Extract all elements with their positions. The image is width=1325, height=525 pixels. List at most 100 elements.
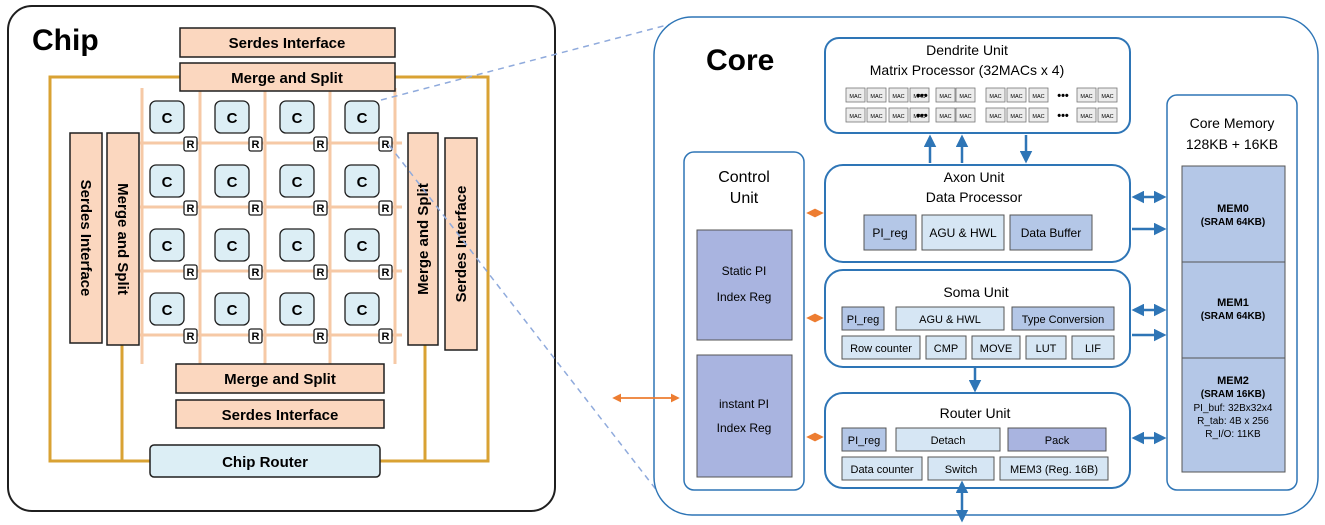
mac-cell-label: MAC	[989, 94, 1001, 100]
core-tile-label: C	[162, 174, 173, 191]
router-node-label: R	[187, 331, 195, 343]
router-node: R	[183, 136, 198, 152]
static-pi-index-reg	[696, 229, 793, 341]
router-node: R	[183, 200, 198, 216]
router-node-label: R	[382, 139, 390, 151]
mac-cell	[845, 87, 866, 103]
core-title: Core	[706, 44, 774, 77]
memory-title-2: 128KB + 16KB	[1186, 136, 1278, 152]
mem2-detail-3: R_I/O: 11KB	[1205, 429, 1261, 440]
mac-cell	[1028, 87, 1049, 103]
mac-cell	[955, 107, 976, 123]
soma-agu-label: AGU & HWL	[919, 314, 981, 326]
core-tile: C	[279, 164, 315, 198]
core-panel: Core Dendrite Unit Matrix Processor (32M…	[612, 16, 1319, 523]
soma-move-label: MOVE	[980, 343, 1012, 355]
mac-cell-label: MAC	[939, 94, 951, 100]
soma-title: Soma Unit	[943, 284, 1008, 300]
router-node-label: R	[252, 331, 260, 343]
soma-move	[971, 335, 1021, 360]
mem1	[1181, 261, 1286, 359]
router-title: Router Unit	[940, 405, 1011, 421]
mem1-label-1: MEM1	[1217, 297, 1249, 309]
merge-split-right: Merge and Split	[407, 132, 439, 346]
mac-ellipsis: •••	[916, 110, 928, 122]
mac-cell	[909, 87, 930, 103]
router-node-label: R	[317, 331, 325, 343]
serdes-bottom-label: Serdes Interface	[222, 407, 339, 424]
merge-split-left: Merge and Split	[106, 132, 140, 346]
mac-cell	[888, 107, 909, 123]
router-pi-reg-label: PI_reg	[848, 435, 880, 447]
router-node: R	[378, 136, 393, 152]
router-node-label: R	[317, 203, 325, 215]
mem2-label-2: (SRAM 16KB)	[1201, 389, 1265, 400]
mac-ellipsis: •••	[1057, 110, 1069, 122]
serdes-interface-bottom: Serdes Interface	[175, 399, 385, 429]
router-data-counter	[841, 456, 923, 481]
mac-cell	[985, 87, 1006, 103]
router-mem3-label: MEM3 (Reg. 16B)	[1010, 464, 1098, 476]
router-switch-label: Switch	[945, 464, 977, 476]
axon-pi-reg-label: PI_reg	[872, 226, 907, 240]
router-node: R	[313, 264, 328, 280]
axon-unit: Axon Unit Data Processor PI_reg AGU & HW…	[824, 164, 1131, 263]
mac-cell-label: MAC	[913, 114, 925, 120]
mem2-label-1: MEM2	[1217, 375, 1249, 387]
soma-lut-label: LUT	[1036, 343, 1057, 355]
core-tile: C	[344, 164, 380, 198]
router-node-label: R	[317, 267, 325, 279]
router-node: R	[378, 264, 393, 280]
mem2	[1181, 357, 1286, 473]
mac-cell-label: MAC	[870, 94, 882, 100]
mac-cell	[845, 107, 866, 123]
mem2-detail-2: R_tab: 4B x 256	[1197, 416, 1269, 427]
mem0	[1181, 165, 1286, 263]
mac-cell-label: MAC	[1101, 94, 1113, 100]
mac-cell	[935, 87, 956, 103]
router-pack-label: Pack	[1045, 435, 1070, 447]
soma-cmp	[925, 335, 967, 360]
router-node-label: R	[317, 139, 325, 151]
core-tile-label: C	[227, 174, 238, 191]
mac-cell	[1006, 87, 1027, 103]
router-node-label: R	[187, 267, 195, 279]
merge-top-label: Merge and Split	[231, 70, 343, 87]
mac-cell	[1076, 87, 1097, 103]
merge-bottom-label: Merge and Split	[224, 371, 336, 388]
soma-pi-reg	[841, 306, 885, 331]
mac-cell-label: MAC	[1010, 94, 1022, 100]
core-tile-label: C	[162, 110, 173, 127]
core-tile: C	[214, 164, 250, 198]
core-tile: C	[214, 292, 250, 326]
router-node-label: R	[382, 203, 390, 215]
router-node: R	[313, 328, 328, 344]
static-pi-label-2: Index Reg	[717, 290, 772, 304]
memory-title-1: Core Memory	[1190, 115, 1275, 131]
router-detach-label: Detach	[931, 435, 966, 447]
axon-pi-reg	[863, 214, 917, 251]
mac-cell-label: MAC	[1010, 114, 1022, 120]
router-pack	[1007, 427, 1107, 452]
mac-cell	[888, 87, 909, 103]
mac-cell	[866, 107, 887, 123]
core-tile: C	[149, 292, 185, 326]
soma-lif-label: LIF	[1085, 343, 1101, 355]
chip-bus-lines	[48, 75, 490, 463]
mac-cell-label: MAC	[1032, 94, 1044, 100]
router-node-label: R	[382, 331, 390, 343]
mem1-label-2: (SRAM 64KB)	[1201, 311, 1265, 322]
chip-router-label: Chip Router	[222, 454, 308, 471]
core-memory: Core Memory 128KB + 16KB MEM0 (SRAM 64KB…	[1166, 94, 1298, 491]
mac-cell-label: MAC	[1101, 114, 1113, 120]
soma-agu	[895, 306, 1005, 331]
core-tile-label: C	[162, 302, 173, 319]
core-tile: C	[149, 228, 185, 262]
router-node: R	[378, 328, 393, 344]
dendrite-subtitle: Matrix Processor (32MACs x 4)	[870, 62, 1064, 78]
core-tile-label: C	[292, 238, 303, 255]
soma-pi-reg-label: PI_reg	[847, 314, 879, 326]
core-tile-label: C	[357, 174, 368, 191]
instant-pi-label-2: Index Reg	[717, 421, 772, 435]
control-title-1: Control	[718, 169, 770, 186]
